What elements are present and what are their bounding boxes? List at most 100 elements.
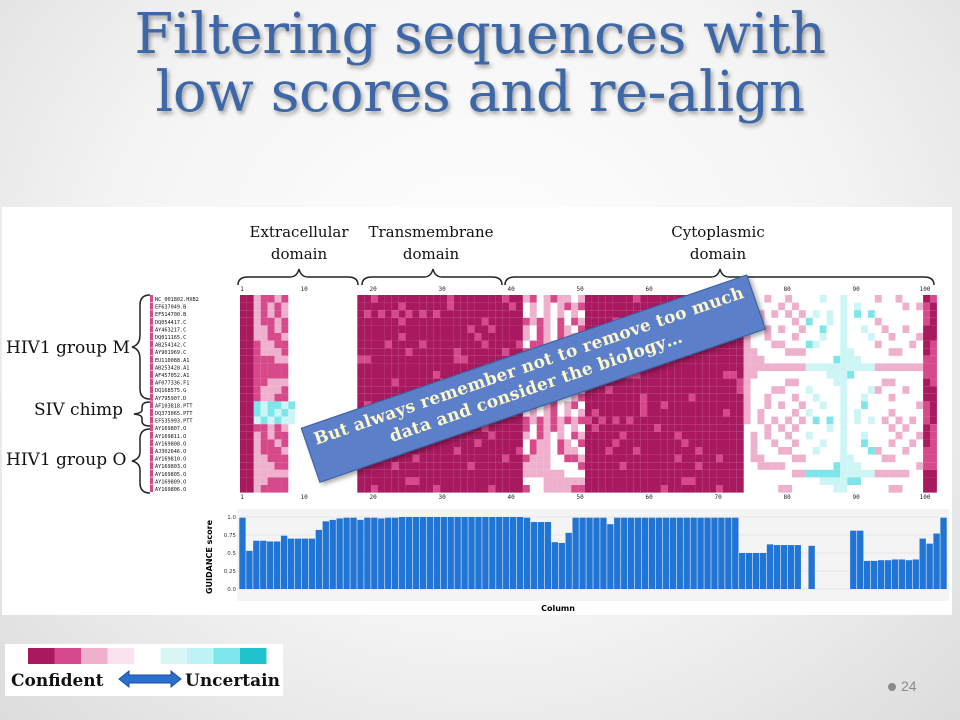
- alignment-cell: [467, 485, 475, 493]
- alignment-cell: [729, 431, 737, 440]
- sequence-name: DQ011165.C: [155, 335, 186, 341]
- alignment-cell: [736, 401, 744, 409]
- alignment-cell: [502, 340, 510, 349]
- alignment-cell: [881, 325, 889, 333]
- domain-label-cytoplasmic: Cytoplasmic: [671, 223, 764, 241]
- sequence-name: AY169805.O: [155, 472, 186, 478]
- alignment-cell: [550, 295, 558, 303]
- alignment-cell: [736, 348, 744, 356]
- alignment-cell: [716, 416, 723, 425]
- ruler-tick: 80: [783, 494, 791, 501]
- alignment-cell: [550, 401, 558, 409]
- alignment-cell: [447, 355, 454, 364]
- alignment-cell: [426, 310, 434, 318]
- chart-bar: [454, 517, 461, 589]
- alignment-cell: [626, 295, 634, 303]
- alignment-cell: [854, 462, 861, 470]
- chart-bar: [426, 517, 434, 589]
- alignment-cell: [764, 333, 772, 341]
- alignment-cell: [930, 386, 937, 394]
- chart-bar: [690, 517, 697, 589]
- alignment-cell: [550, 424, 558, 432]
- chart-bar: [919, 538, 926, 589]
- alignment-cell: [253, 378, 261, 387]
- alignment-cell: [474, 485, 482, 493]
- alignment-cell: [798, 454, 806, 463]
- alignment-cell: [633, 302, 641, 311]
- alignment-cell: [488, 317, 496, 326]
- alignment-cell: [736, 447, 744, 455]
- domain-label-transmembrane: Transmembrane: [368, 223, 493, 241]
- alignment-cell: [488, 302, 496, 311]
- alignment-cell: [591, 485, 599, 493]
- sequence-marker: [150, 348, 153, 356]
- chart-bar: [343, 517, 350, 589]
- alignment-cell: [585, 317, 592, 326]
- alignment-cell: [240, 424, 247, 432]
- alignment-cell: [460, 325, 468, 333]
- alignment-cell: [819, 469, 827, 478]
- alignment-cell: [433, 439, 441, 447]
- alignment-cell: [267, 462, 275, 470]
- alignment-cell: [267, 401, 275, 409]
- alignment-cell: [716, 401, 723, 409]
- alignment-cell: [433, 477, 441, 485]
- chart-bar: [746, 553, 753, 589]
- alignment-cell: [495, 469, 503, 478]
- alignment-cell: [447, 447, 454, 455]
- alignment-cell: [281, 340, 289, 349]
- alignment-cell: [585, 393, 592, 402]
- chart-bar: [850, 530, 857, 589]
- legend-double-arrow-icon: [118, 669, 182, 689]
- alignment-cell: [460, 447, 468, 455]
- alignment-cell: [923, 401, 930, 409]
- alignment-cell: [550, 485, 558, 493]
- alignment-cell: [364, 348, 372, 356]
- alignment-cell: [267, 378, 275, 387]
- alignment-cell: [798, 310, 806, 318]
- alignment-cell: [405, 310, 413, 318]
- alignment-cell: [667, 295, 675, 303]
- page-number: 24: [901, 678, 917, 694]
- alignment-cell: [267, 485, 275, 493]
- confidence-legend: Confident Uncertain: [5, 644, 283, 696]
- alignment-cell: [854, 469, 861, 478]
- alignment-cell: [474, 325, 482, 333]
- alignment-cell: [412, 477, 420, 485]
- alignment-cell: [578, 485, 585, 493]
- ruler-tick: 60: [645, 494, 653, 501]
- alignment-cell: [281, 477, 289, 485]
- alignment-cell: [536, 317, 544, 326]
- alignment-cell: [612, 469, 620, 478]
- alignment-cell: [674, 424, 682, 432]
- alignment-cell: [585, 462, 592, 470]
- alignment-cell: [874, 363, 882, 371]
- alignment-cell: [467, 310, 475, 318]
- alignment-cell: [771, 340, 779, 349]
- alignment-cell: [474, 469, 482, 478]
- alignment-cell: [654, 439, 661, 447]
- chart-bar: [759, 553, 767, 589]
- sequence-name: AY169809.O: [155, 479, 186, 485]
- alignment-cell: [888, 333, 896, 341]
- alignment-cell: [674, 386, 682, 394]
- alignment-cell: [702, 348, 710, 356]
- alignment-cell: [371, 386, 378, 394]
- chart-bar: [718, 517, 725, 589]
- brace-extracellular: [237, 268, 359, 286]
- alignment-cell: [412, 317, 420, 326]
- alignment-cell: [543, 431, 551, 440]
- alignment-cell: [605, 302, 613, 311]
- alignment-cell: [888, 485, 896, 493]
- alignment-cell: [447, 439, 454, 447]
- alignment-cell: [716, 409, 723, 417]
- ruler-tick: 100: [920, 494, 931, 501]
- alignment-cell: [412, 302, 420, 311]
- legend-swatch: [81, 648, 108, 664]
- alignment-cell: [647, 378, 654, 387]
- sequence-name: AF077336.F1: [155, 381, 189, 387]
- alignment-cell: [702, 424, 710, 432]
- alignment-cell: [729, 454, 737, 463]
- alignment-cell: [930, 447, 937, 455]
- chart-bar: [253, 540, 260, 589]
